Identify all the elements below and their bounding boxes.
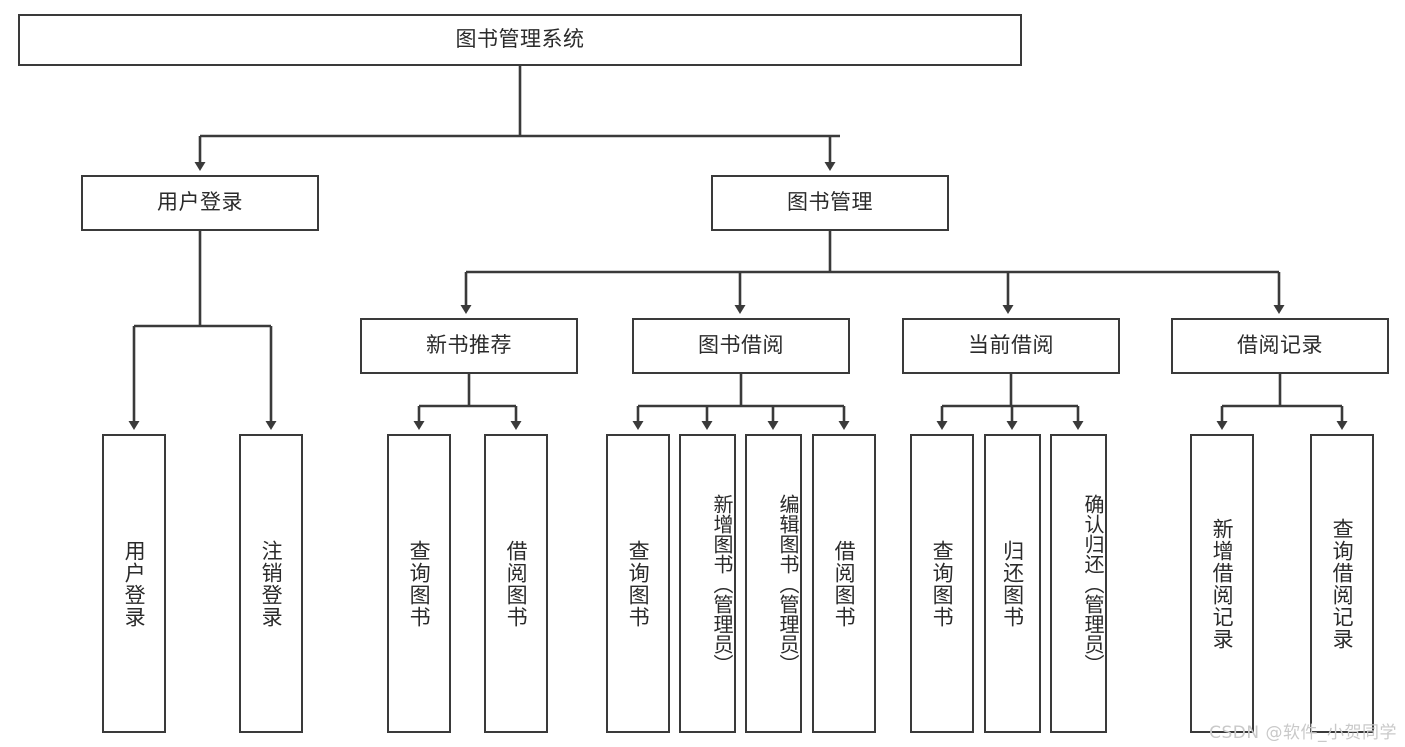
- node-borrow-record[interactable]: 借阅记录: [1171, 318, 1389, 374]
- node-book-borrow-label: 图书借阅: [698, 333, 784, 358]
- node-leaf-edit-book[interactable]: 编辑图书（管理员）: [745, 434, 802, 733]
- node-leaf-confirm-return[interactable]: 确认归还（管理员）: [1050, 434, 1107, 733]
- node-leaf-logout-label: 注销登录: [259, 539, 284, 628]
- node-root-label: 图书管理系统: [455, 27, 585, 52]
- node-book-manage-label: 图书管理: [787, 190, 873, 215]
- node-new-book-recommend-label: 新书推荐: [426, 333, 512, 358]
- node-leaf-query-record[interactable]: 查询借阅记录: [1310, 434, 1374, 733]
- node-new-book-recommend[interactable]: 新书推荐: [360, 318, 578, 374]
- node-leaf-add-book[interactable]: 新增图书（管理员）: [679, 434, 736, 733]
- node-leaf-edit-book-label: 编辑图书（管理员）: [776, 493, 800, 674]
- node-leaf-add-book-label: 新增图书（管理员）: [710, 493, 734, 674]
- node-root[interactable]: 图书管理系统: [18, 14, 1022, 66]
- node-current-borrow-label: 当前借阅: [968, 333, 1054, 358]
- node-leaf-query-record-label: 查询借阅记录: [1330, 517, 1355, 650]
- node-leaf-add-record-label: 新增借阅记录: [1210, 517, 1235, 650]
- node-leaf-return-book-label: 归还图书: [1000, 539, 1025, 628]
- node-current-borrow[interactable]: 当前借阅: [902, 318, 1120, 374]
- node-book-manage[interactable]: 图书管理: [711, 175, 949, 231]
- node-leaf-query-book-2-label: 查询图书: [626, 539, 651, 628]
- node-leaf-query-book-1-label: 查询图书: [407, 539, 432, 628]
- csdn-watermark: CSDN @软件_小贺同学: [1209, 723, 1397, 743]
- node-leaf-user-login[interactable]: 用户登录: [102, 434, 166, 733]
- node-user-login-label: 用户登录: [157, 190, 243, 215]
- node-leaf-query-book-3-label: 查询图书: [930, 539, 955, 628]
- node-leaf-borrow-book-2-label: 借阅图书: [832, 539, 857, 628]
- node-borrow-record-label: 借阅记录: [1237, 333, 1323, 358]
- node-leaf-return-book[interactable]: 归还图书: [984, 434, 1041, 733]
- node-leaf-confirm-return-label: 确认归还（管理员）: [1081, 493, 1105, 674]
- node-leaf-user-login-label: 用户登录: [122, 539, 147, 628]
- node-leaf-borrow-book-1-label: 借阅图书: [504, 539, 529, 628]
- node-leaf-borrow-book-1[interactable]: 借阅图书: [484, 434, 548, 733]
- node-book-borrow[interactable]: 图书借阅: [632, 318, 850, 374]
- node-leaf-query-book-2[interactable]: 查询图书: [606, 434, 670, 733]
- node-leaf-add-record[interactable]: 新增借阅记录: [1190, 434, 1254, 733]
- node-leaf-query-book-1[interactable]: 查询图书: [387, 434, 451, 733]
- node-leaf-borrow-book-2[interactable]: 借阅图书: [812, 434, 876, 733]
- node-user-login[interactable]: 用户登录: [81, 175, 319, 231]
- node-leaf-query-book-3[interactable]: 查询图书: [910, 434, 974, 733]
- node-leaf-logout[interactable]: 注销登录: [239, 434, 303, 733]
